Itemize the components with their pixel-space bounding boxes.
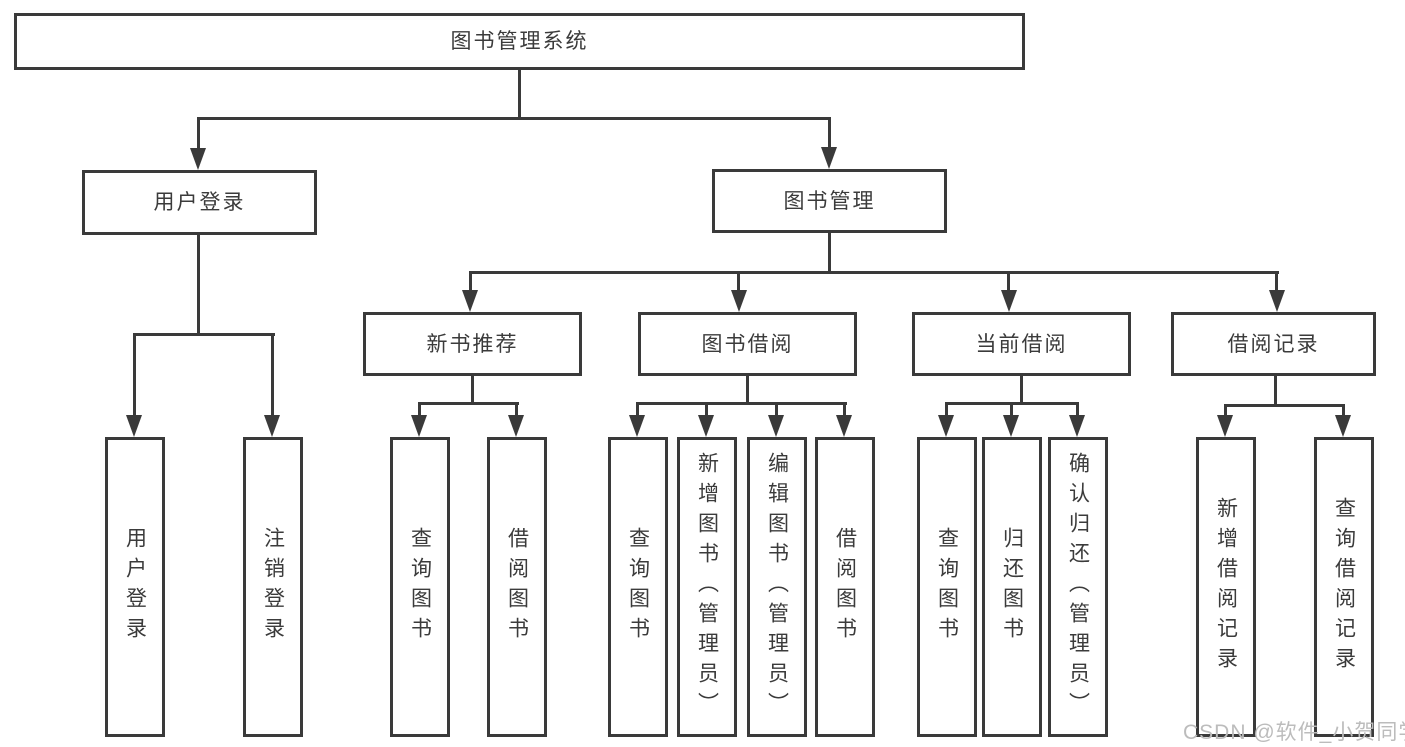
arrow-down-icon (190, 148, 206, 170)
connector-bookborrow-split (636, 402, 847, 405)
leaf-bookborrow-add: 新增图书（管理员） (677, 437, 737, 737)
connector-bookborrow-stem (746, 376, 749, 405)
connector-to-leaf (1224, 404, 1227, 418)
arrow-down-icon (698, 415, 714, 437)
connector-currentborrow-stem (1020, 376, 1023, 405)
arrow-down-icon (264, 415, 280, 437)
node-new-books: 新书推荐 (363, 312, 582, 376)
leaf-bookborrow-query: 查询图书 (608, 437, 668, 737)
leaf-records-query: 查询借阅记录 (1314, 437, 1374, 737)
arrow-down-icon (821, 147, 837, 169)
node-borrow-records: 借阅记录 (1171, 312, 1376, 376)
connector-to-current-borrow (1007, 271, 1010, 293)
arrow-down-icon (1269, 290, 1285, 312)
connector-to-leaf (945, 402, 948, 418)
arrow-down-icon (1001, 290, 1017, 312)
leaf-bookborrow-edit: 编辑图书（管理员） (747, 437, 807, 737)
arrow-down-icon (126, 415, 142, 437)
leaf-user-login: 用户登录 (105, 437, 165, 737)
connector-userlogin-stem (197, 235, 200, 336)
node-current-borrow: 当前借阅 (912, 312, 1131, 376)
arrow-down-icon (1217, 415, 1233, 437)
connector-to-user-login (197, 117, 200, 150)
connector-userlogin-split (133, 333, 275, 336)
arrow-down-icon (731, 290, 747, 312)
connector-newbooks-stem (471, 376, 474, 405)
connector-to-borrow-records (1275, 271, 1278, 293)
connector-to-leaf (1010, 402, 1013, 418)
leaf-newbooks-query: 查询图书 (390, 437, 450, 737)
leaf-logout: 注销登录 (243, 437, 303, 737)
connector-to-leaf (1342, 404, 1345, 418)
connector-to-book-mgmt (828, 117, 831, 149)
leaf-records-add: 新增借阅记录 (1196, 437, 1256, 737)
connector-to-leaf (418, 402, 421, 418)
connector-newbooks-split (418, 402, 519, 405)
connector-records-split (1224, 404, 1345, 407)
connector-to-leaf (843, 402, 846, 418)
connector-to-leaf (271, 333, 274, 420)
connector-to-leaf (515, 402, 518, 418)
arrow-down-icon (938, 415, 954, 437)
node-user-login: 用户登录 (82, 170, 317, 235)
connector-bookmgmt-split (469, 271, 1279, 274)
connector-to-leaf (1076, 402, 1079, 418)
arrow-down-icon (1003, 415, 1019, 437)
connector-to-leaf (775, 402, 778, 418)
connector-to-leaf (705, 402, 708, 418)
node-root: 图书管理系统 (14, 13, 1025, 70)
arrow-down-icon (411, 415, 427, 437)
arrow-down-icon (768, 415, 784, 437)
arrow-down-icon (836, 415, 852, 437)
leaf-currentborrow-query: 查询图书 (917, 437, 977, 737)
leaf-currentborrow-confirm: 确认归还（管理员） (1048, 437, 1108, 737)
connector-to-leaf (133, 333, 136, 420)
connector-to-new-books (469, 271, 472, 293)
connector-bookmgmt-stem (828, 233, 831, 274)
connector-root-split (197, 117, 831, 120)
leaf-currentborrow-return: 归还图书 (982, 437, 1042, 737)
arrow-down-icon (508, 415, 524, 437)
arrow-down-icon (1335, 415, 1351, 437)
node-book-borrow: 图书借阅 (638, 312, 857, 376)
leaf-bookborrow-borrow: 借阅图书 (815, 437, 875, 737)
arrow-down-icon (462, 290, 478, 312)
connector-root-stem (518, 70, 521, 119)
connector-to-book-borrow (737, 271, 740, 293)
node-book-mgmt: 图书管理 (712, 169, 947, 233)
leaf-newbooks-borrow: 借阅图书 (487, 437, 547, 737)
connector-records-stem (1274, 376, 1277, 407)
arrow-down-icon (1069, 415, 1085, 437)
arrow-down-icon (629, 415, 645, 437)
connector-to-leaf (636, 402, 639, 418)
watermark: CSDN @软件_小贺同学 (1183, 721, 1405, 744)
